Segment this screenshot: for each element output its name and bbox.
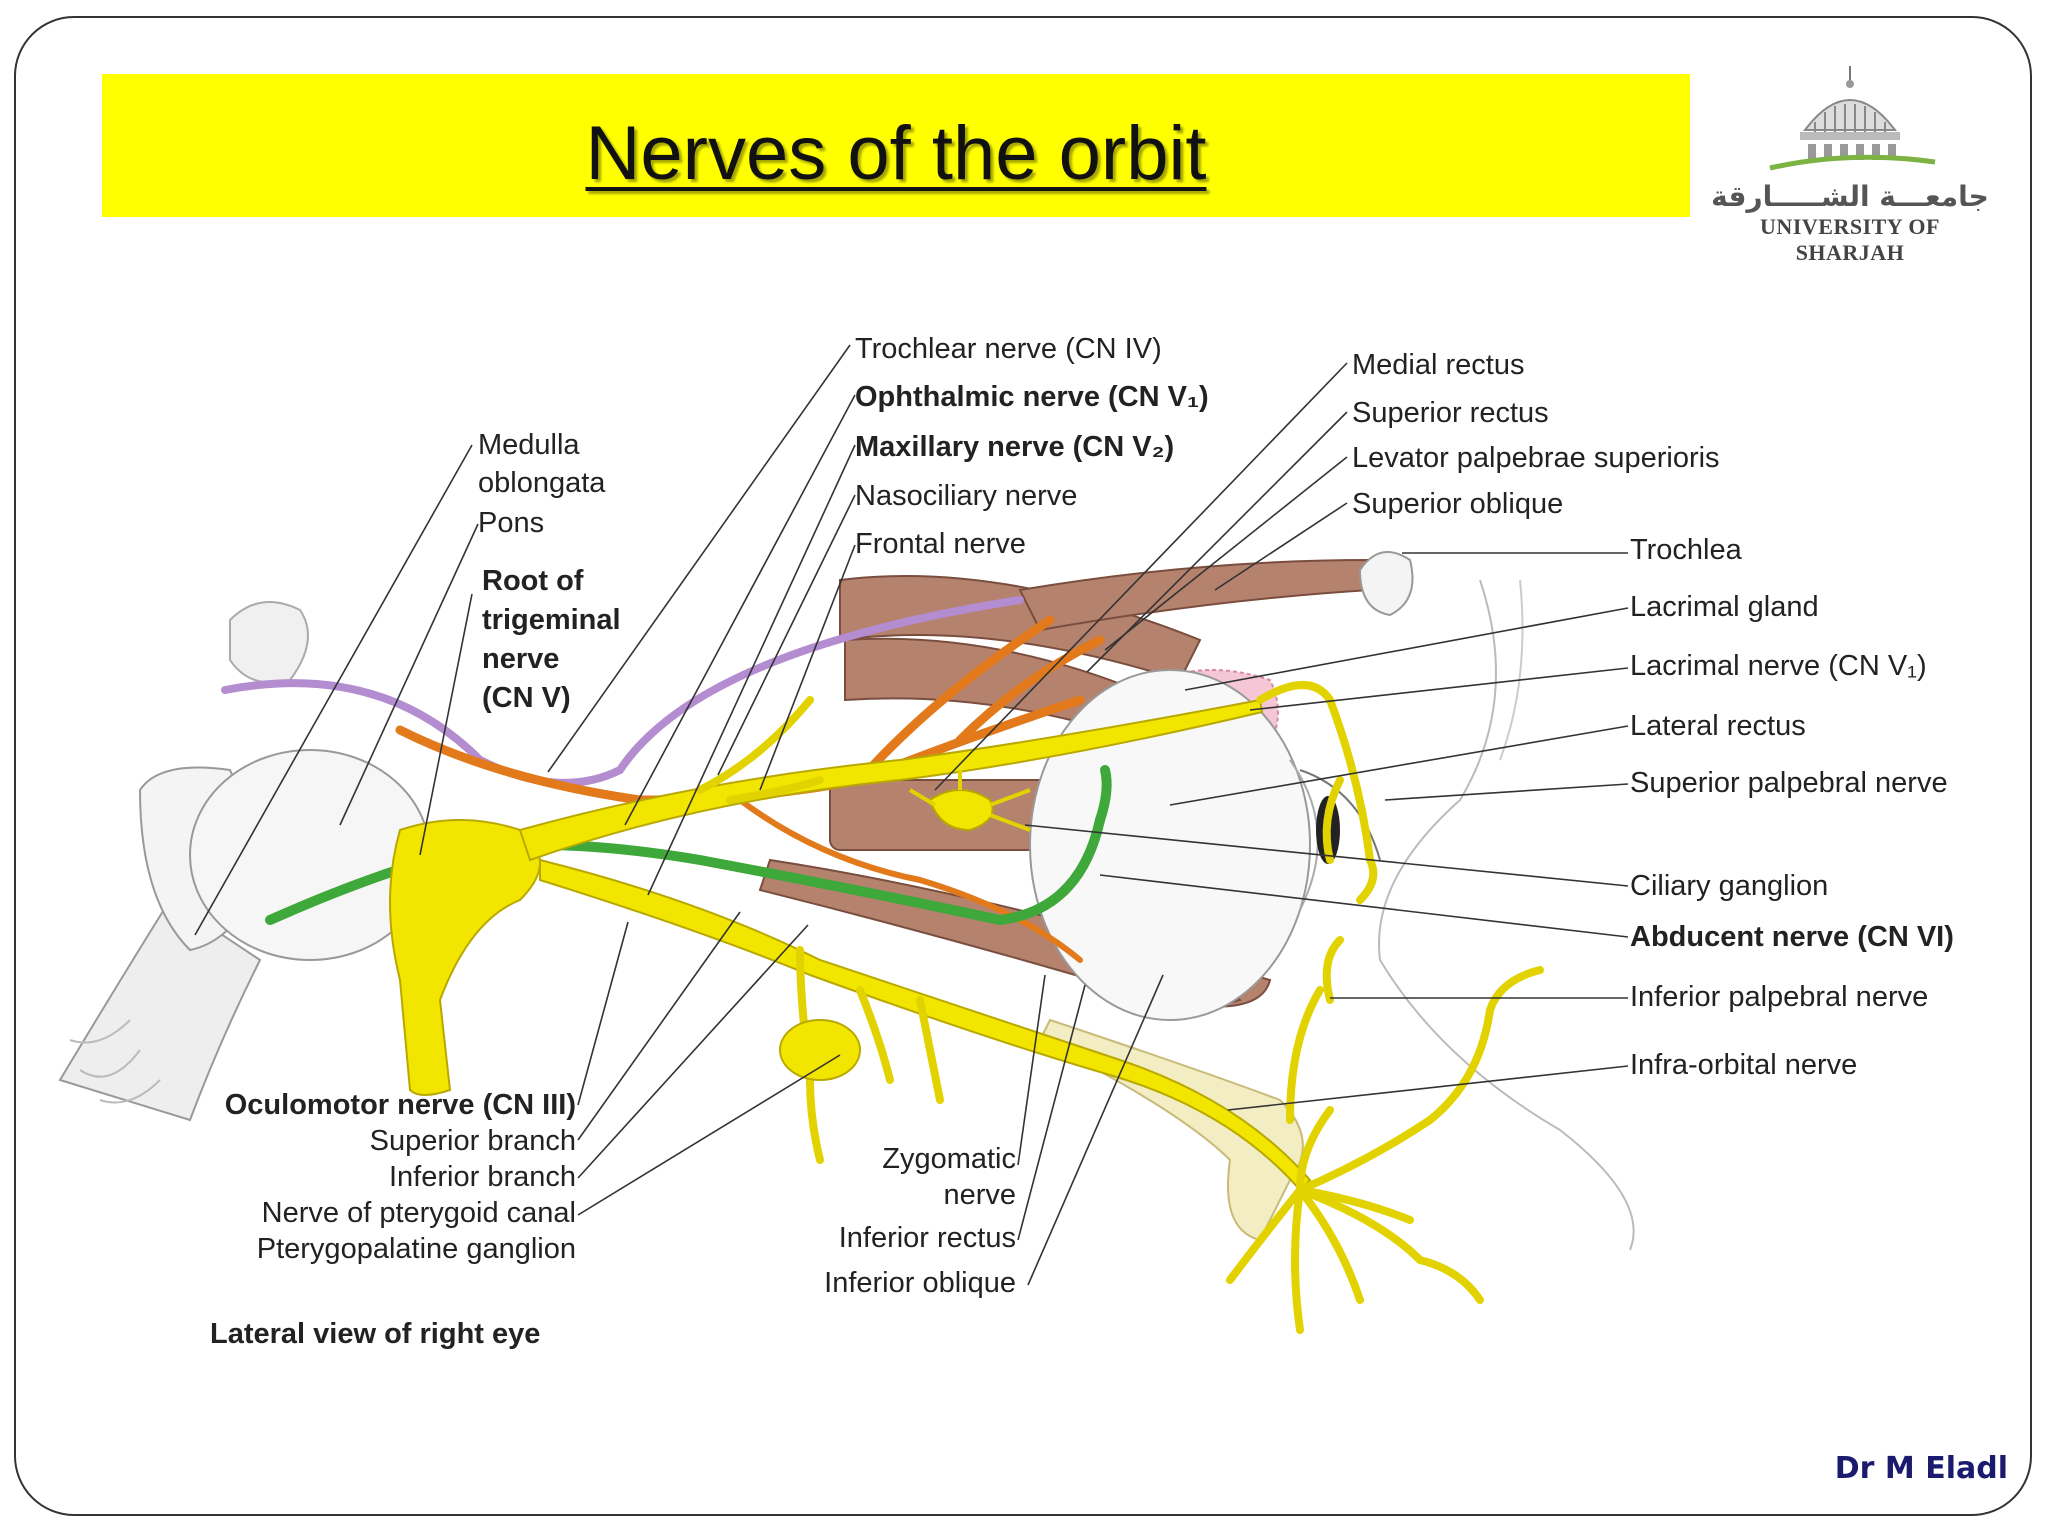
label-superior-branch: Superior branch bbox=[369, 1125, 576, 1157]
trochlea-shape bbox=[1358, 551, 1414, 617]
label-frontal-nerve: Frontal nerve bbox=[855, 528, 1026, 560]
label-superior-rectus: Superior rectus bbox=[1352, 397, 1549, 429]
label-levator: Levator palpebrae superioris bbox=[1352, 442, 1720, 474]
label-root-of: Root of bbox=[482, 565, 584, 597]
label-oculomotor-nerve: Oculomotor nerve (CN III) bbox=[224, 1089, 576, 1121]
logo-english-text: UNIVERSITY OF SHARJAH bbox=[1760, 214, 1940, 265]
label-ciliary-ganglion: Ciliary ganglion bbox=[1630, 870, 1829, 902]
slide-title: Nerves of the orbit bbox=[585, 111, 1207, 196]
label-inferior-branch: Inferior branch bbox=[389, 1161, 576, 1193]
label-maxillary-nerve: Maxillary nerve (CN V₂) bbox=[855, 431, 1175, 463]
university-logo: جامعـــة الشـــــارقة UNIVERSITY OF SHAR… bbox=[1710, 60, 1990, 265]
face-outline bbox=[1378, 579, 1635, 1251]
label-superior-palpebral: Superior palpebral nerve bbox=[1630, 767, 1948, 799]
label-inferior-oblique: Inferior oblique bbox=[824, 1267, 1016, 1299]
label-abducent-nerve: Abducent nerve (CN VI) bbox=[1630, 921, 1954, 953]
label-lateral-rectus: Lateral rectus bbox=[1630, 710, 1806, 742]
brainstem-shape bbox=[58, 601, 431, 1122]
label-medulla: Medulla bbox=[478, 429, 580, 461]
label-cn-v: (CN V) bbox=[482, 682, 571, 714]
leader-lines bbox=[194, 344, 1629, 1286]
title-bar: Nerves of the orbit bbox=[102, 74, 1690, 217]
label-medial-rectus: Medial rectus bbox=[1352, 349, 1525, 381]
trigeminal-nerve-path bbox=[389, 698, 1312, 1192]
label-nasociliary-nerve: Nasociliary nerve bbox=[855, 480, 1078, 512]
label-ophthalmic-nerve: Ophthalmic nerve (CN V₁) bbox=[855, 381, 1209, 413]
author-credit: Dr M Eladl bbox=[1834, 1451, 2008, 1486]
logo-arabic-text: جامعـــة الشـــــارقة bbox=[1711, 180, 1989, 213]
trochlear-nerve-path bbox=[221, 596, 1024, 787]
label-lacrimal-gland: Lacrimal gland bbox=[1630, 591, 1819, 623]
label-superior-oblique: Superior oblique bbox=[1352, 488, 1564, 520]
label-infraorbital-nerve: Infra-orbital nerve bbox=[1630, 1049, 1858, 1081]
label-nerve: nerve bbox=[482, 643, 560, 675]
label-trochlear-nerve: Trochlear nerve (CN IV) bbox=[855, 333, 1162, 365]
label-inferior-palpebral: Inferior palpebral nerve bbox=[1630, 981, 1929, 1013]
label-pterygopalatine-ganglion: Pterygopalatine ganglion bbox=[256, 1233, 576, 1265]
diagram-caption: Lateral view of right eye bbox=[210, 1318, 541, 1350]
ciliary-ganglion-shape bbox=[908, 770, 1031, 832]
label-inferior-rectus: Inferior rectus bbox=[838, 1222, 1016, 1254]
label-trigeminal: trigeminal bbox=[482, 604, 621, 636]
label-oblongata: oblongata bbox=[478, 467, 606, 499]
label-lacrimal-nerve: Lacrimal nerve (CN V₁) bbox=[1630, 650, 1927, 682]
label-zygomatic: Zygomatic bbox=[882, 1143, 1016, 1175]
label-pterygoid-canal: Nerve of pterygoid canal bbox=[261, 1197, 576, 1229]
label-pons: Pons bbox=[478, 507, 545, 539]
label-trochlea: Trochlea bbox=[1630, 534, 1742, 566]
dome-icon bbox=[1769, 66, 1936, 171]
label-zygomatic-nerve: nerve bbox=[943, 1179, 1016, 1211]
pterygopalatine-ganglion-shape bbox=[779, 1019, 861, 1081]
